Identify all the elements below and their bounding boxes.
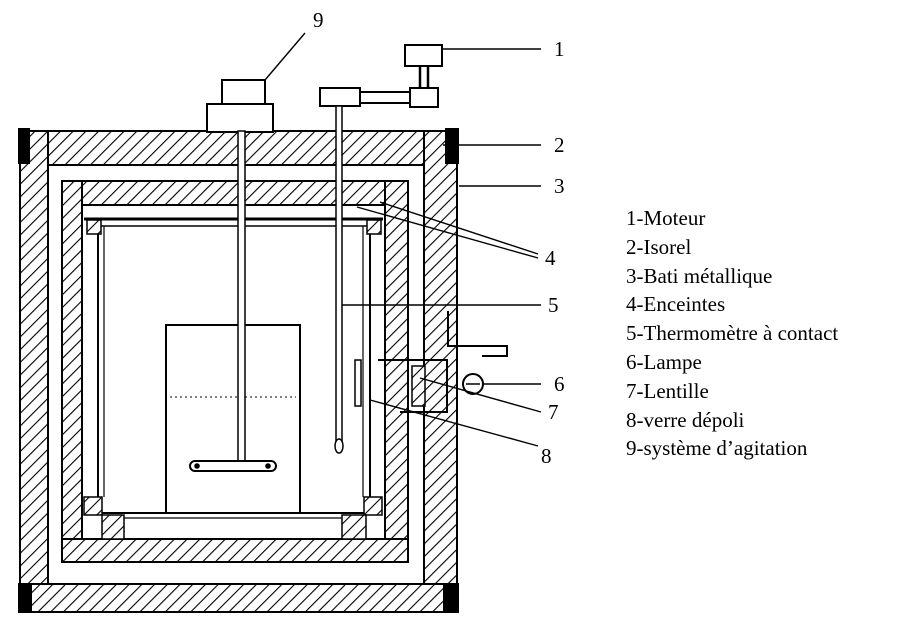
legend-item: 2-Isorel (626, 234, 692, 259)
stirrer-motor-block (221, 79, 266, 106)
lamp-assembly (354, 311, 508, 413)
inner-enclosure-walls (61, 180, 409, 563)
leader-lines (264, 32, 542, 447)
callout-6: 6 (554, 372, 565, 396)
legend-item: 5-Thermomètre à contact (626, 321, 839, 346)
callout-7: 7 (548, 400, 559, 424)
legend-item: 7-Lentille (626, 378, 709, 403)
callout-1: 1 (554, 37, 565, 61)
legend-item: 3-Bati métallique (626, 263, 773, 288)
callout-4: 4 (545, 246, 556, 270)
outer-left-wall (19, 130, 49, 587)
callout-2: 2 (554, 133, 565, 157)
lens (354, 359, 362, 407)
legend-item: 9-système d’agitation (626, 436, 808, 461)
outer-isorel-walls (19, 130, 458, 613)
frame-corner-bl (18, 583, 32, 613)
legend-item: 8-verre dépoli (626, 407, 745, 432)
stirrer-base (206, 103, 274, 133)
inner-chamber (83, 217, 383, 540)
legend-item: 1-Moteur (626, 206, 706, 230)
inner-top-wall (61, 180, 409, 206)
stirrer-paddle (189, 460, 277, 472)
beaker (165, 324, 301, 514)
motor (360, 44, 443, 108)
motor-head (404, 44, 443, 67)
stirrer-shaft (237, 130, 246, 467)
frame-corner-tl (18, 128, 30, 164)
callout-5: 5 (548, 293, 559, 317)
frame-corner-br (443, 583, 459, 613)
legend-item: 6-Lampe (626, 349, 702, 374)
thermometer-stem (335, 105, 343, 443)
contact-thermometer (319, 87, 361, 454)
callout-9: 9 (313, 8, 324, 32)
outer-bottom-wall (19, 583, 458, 613)
thermometer-bulb (334, 438, 344, 454)
outer-right-wall (423, 130, 458, 587)
thermometer-head (319, 87, 361, 107)
motor-pulley (409, 87, 439, 108)
inner-left-wall (61, 180, 83, 563)
legend-item: 4-Enceintes (626, 292, 726, 317)
inner-bottom-wall (61, 538, 409, 563)
inner-right-wall (384, 180, 409, 563)
frame-corner-tr (445, 128, 459, 164)
callout-8: 8 (541, 444, 552, 468)
stirring-system (189, 79, 277, 472)
callout-3: 3 (554, 174, 565, 198)
legend: 1-Moteur 2-Isorel 3-Bati métallique 4-En… (626, 204, 838, 463)
